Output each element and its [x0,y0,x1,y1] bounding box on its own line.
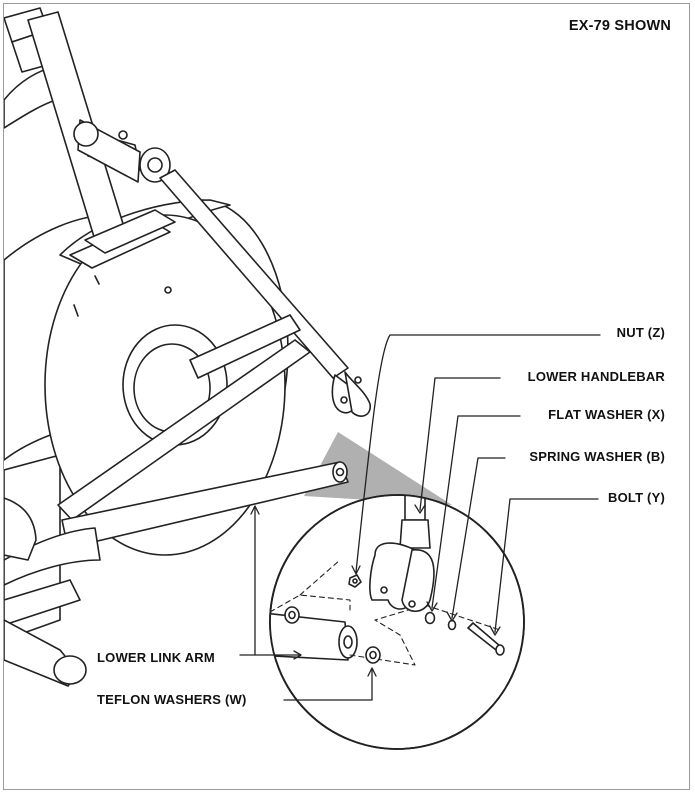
diagram-title: EX-79 SHOWN [568,18,671,34]
callout-spring-washer: SPRING WASHER (B) [529,449,665,464]
callout-flat-washer: FLAT WASHER (X) [548,407,665,422]
handle-arm [159,169,371,417]
pedal-link-arms [4,314,349,687]
callout-bolt: BOLT (Y) [608,490,665,505]
upright-post [27,11,176,269]
callout-nut: NUT (Z) [616,325,665,340]
flat-washer [424,611,436,625]
detail-link-arm [270,611,349,661]
leader-lines [239,334,601,701]
callout-lower-link-arm: LOWER LINK ARM [97,650,215,665]
callout-lower-handlebar: LOWER HANDLEBAR [527,369,665,384]
magnifier-cone [304,432,452,505]
callout-teflon-washers: TEFLON WASHERS (W) [97,692,247,707]
